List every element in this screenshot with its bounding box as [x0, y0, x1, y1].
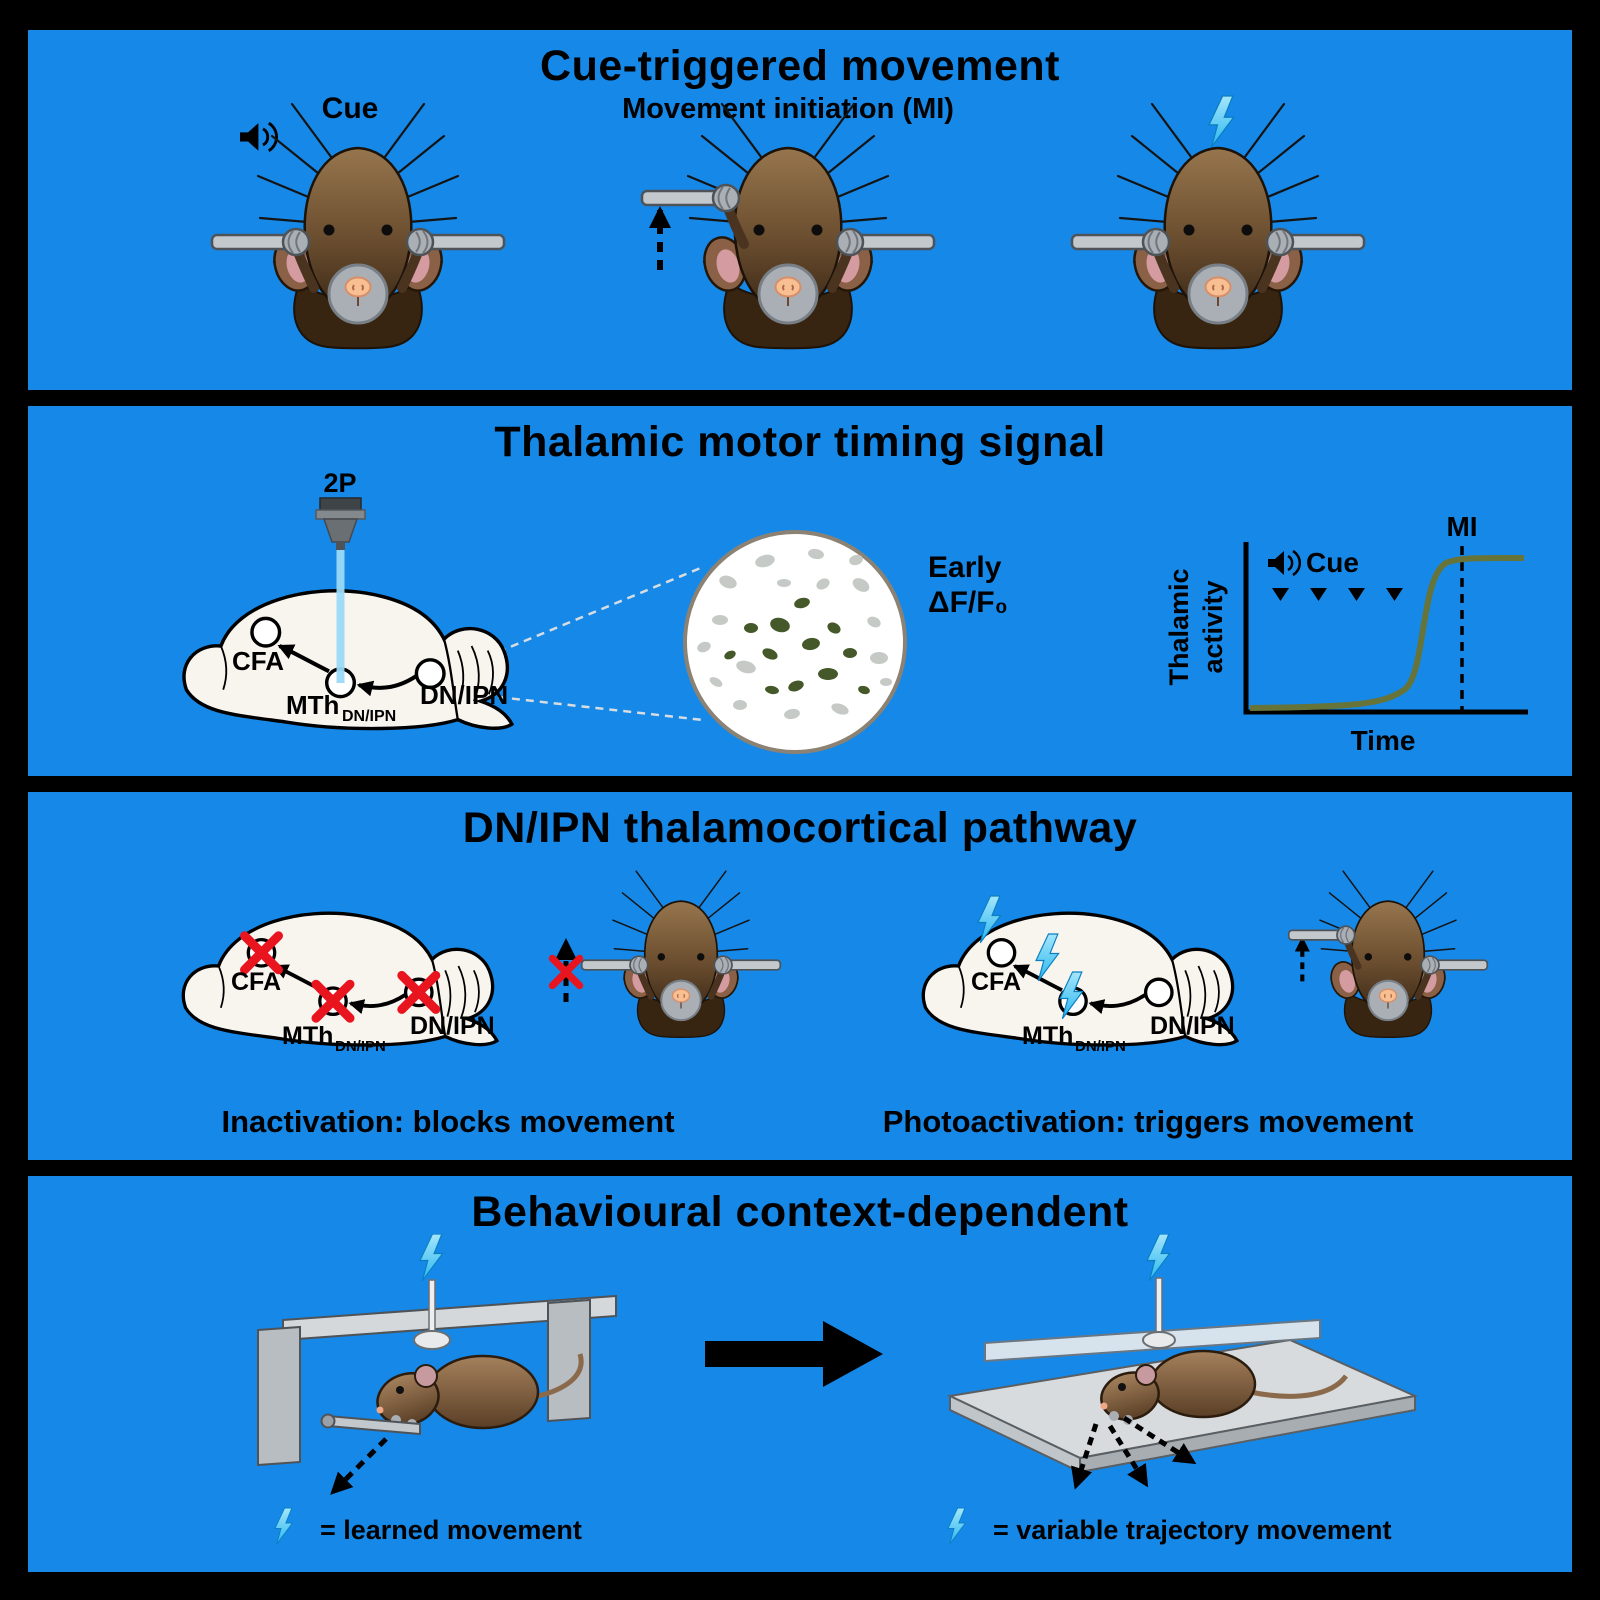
mth-subscript: DN/IPN: [342, 708, 396, 725]
lightning-icon-learned: [419, 1234, 444, 1282]
panel3-title: DN/IPN thalamocortical pathway: [462, 804, 1138, 852]
panel3-scene: CFA MTh DN/IPN DN/IPN Inactivation: bloc…: [28, 870, 1572, 1139]
mouse-headfixed: [376, 1353, 584, 1430]
headplate: [413, 1330, 451, 1350]
panel4-title: Behavioural context-dependent: [471, 1188, 1129, 1236]
joystick-knob: [320, 1413, 336, 1429]
laser-beam: [336, 550, 345, 683]
learned-movement-legend: = learned movement: [320, 1515, 582, 1545]
open-platform-rig: [946, 1234, 1419, 1490]
mth-subscript: DN/IPN: [335, 1038, 386, 1055]
cfa-label: CFA: [971, 968, 1021, 996]
rig-right-post: [547, 1298, 591, 1423]
dnipn-label: DN/IPN: [410, 1012, 495, 1040]
dnipn-label: DN/IPN: [1150, 1012, 1235, 1040]
photoactivation-diagram: CFA MTh DN/IPN DN/IPN Photoactivation: t…: [883, 870, 1488, 1139]
thalamic-activity-curve: [1249, 554, 1525, 711]
cfa-label: CFA: [232, 646, 284, 676]
inactivation-diagram: CFA MTh DN/IPN DN/IPN Inactivation: bloc…: [183, 870, 781, 1139]
speaker-icon: [238, 121, 278, 153]
dnipn-label: DN/IPN: [420, 680, 508, 710]
headfixed-rig: [257, 1234, 617, 1495]
brain-recording-diagram: 2P CFA MTh DN/IPN DN/IPN: [184, 468, 512, 729]
panel1-title: Cue-triggered movement: [540, 42, 1060, 90]
early-label: Early: [928, 551, 1002, 584]
mouse-movement-initiation: [642, 102, 934, 350]
panel1-scene: Cue Movement initiation (MI): [28, 94, 1572, 350]
variable-movement-legend: = variable trajectory movement: [993, 1515, 1391, 1545]
cue-time-markers: [1272, 588, 1403, 601]
cue-label: Cue: [322, 94, 379, 125]
zoom-connector-lines: [497, 565, 704, 722]
cfa-label: CFA: [231, 968, 281, 996]
mouse-photoactivation: [1289, 870, 1488, 1039]
plot-cue-label: Cue: [1306, 547, 1359, 578]
mth-label: MTh: [1022, 1022, 1073, 1050]
mth-label: MTh: [286, 690, 339, 720]
early-active-cells: [724, 597, 870, 695]
transition-arrow: [705, 1321, 883, 1387]
panel4-scene: = learned movement = variable trajectory…: [257, 1234, 1419, 1545]
mth-subscript: DN/IPN: [1075, 1038, 1126, 1055]
plot-axes: [1243, 542, 1528, 715]
mouse-tail: [1249, 1374, 1349, 1399]
panel-thalamic-motor-timing: Thalamic motor timing signal 2P CFA MTh …: [28, 406, 1572, 776]
plot-xlabel: Time: [1351, 725, 1416, 756]
thalamic-activity-plot: Thalamic activity Time Cue MI: [1164, 511, 1528, 756]
lightning-icon: [1208, 95, 1235, 148]
plot-ylabel-line1: Thalamic: [1164, 568, 1194, 685]
plot-mi-label: MI: [1446, 511, 1477, 542]
panel-cue-triggered-movement: Cue-triggered movement Cue Movement init…: [28, 30, 1572, 390]
panel2-title: Thalamic motor timing signal: [494, 418, 1106, 466]
lightning-legend-icon-left: [274, 1507, 293, 1545]
stim-rod: [1155, 1277, 1163, 1339]
plot-ylabel-line2: activity: [1198, 580, 1228, 673]
two-photon-label: 2P: [323, 468, 356, 498]
mouse-photostim: [1072, 102, 1364, 350]
inactivation-caption: Inactivation: blocks movement: [221, 1104, 674, 1139]
mouse-inactivation: [582, 870, 781, 1039]
headplate: [1142, 1331, 1176, 1349]
lightning-legend-icon-right: [947, 1507, 966, 1545]
movement-initiation-label: Movement initiation (MI): [622, 94, 954, 125]
photoactivation-caption: Photoactivation: triggers movement: [883, 1104, 1414, 1139]
lightning-icon-variable: [1146, 1234, 1171, 1282]
panel-dnipn-pathway: DN/IPN thalamocortical pathway CFA MTh D…: [28, 792, 1572, 1160]
learned-trajectory-arrow: [330, 1437, 388, 1495]
variable-trajectory-arrows: [1071, 1415, 1197, 1490]
two-photon-fov-inset: Early ΔF/F₀: [683, 530, 1008, 754]
dff-label: ΔF/F₀: [928, 586, 1008, 619]
cue-speaker-icon: [1266, 549, 1302, 577]
mth-label: MTh: [282, 1022, 333, 1050]
panel2-scene: 2P CFA MTh DN/IPN DN/IPN: [28, 468, 1528, 756]
panel-behavioural-context: Behavioural context-dependent: [28, 1176, 1572, 1572]
two-photon-objective-icon: [315, 497, 366, 683]
rig-left-post: [257, 1325, 301, 1467]
inactive-cells: [697, 548, 892, 720]
